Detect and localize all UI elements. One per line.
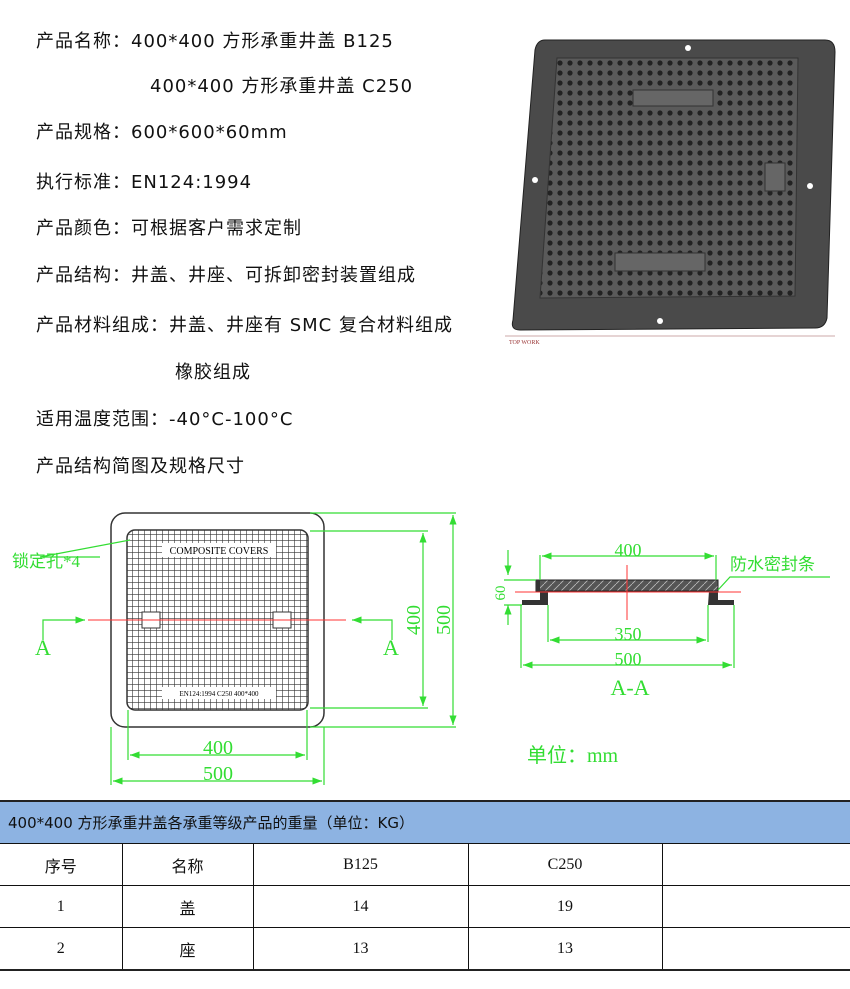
cell: 2 xyxy=(0,927,123,971)
cell xyxy=(661,927,850,971)
product-name: 产品名称：400*400 方形承重井盖 B125 xyxy=(36,31,394,53)
plan-view: COMPOSITE COVERS EN124:1994 C250 400*400 xyxy=(88,512,346,728)
product-color: 产品颜色：可根据客户需求定制 xyxy=(36,218,302,239)
header-cell: 名称 xyxy=(121,843,254,886)
dim-400-h: 400 xyxy=(203,737,233,759)
manhole-cover-photo: TOP WORK xyxy=(505,39,836,346)
table-header-row: 序号 名称 B125 C250 xyxy=(0,843,850,886)
product-temperature: 适用温度范围：-40°C-100°C xyxy=(36,409,294,430)
header-cell: B125 xyxy=(252,843,469,886)
dim-350: 350 xyxy=(615,624,642,644)
seal-label: 防水密封条 xyxy=(730,555,815,574)
cell: 14 xyxy=(252,885,469,928)
cell xyxy=(661,885,850,928)
photo-caption: TOP WORK xyxy=(509,340,540,346)
dim-500-section: 500 xyxy=(615,649,642,669)
section-view xyxy=(515,565,741,620)
product-structure: 产品结构：井盖、井座、可拆卸密封装置组成 xyxy=(36,265,416,286)
plan-dimensions xyxy=(39,512,457,785)
dim-500-v: 500 xyxy=(433,605,455,635)
product-name-2: 400*400 方形承重井盖 C250 xyxy=(150,76,414,97)
dim-400-section: 400 xyxy=(615,540,642,560)
dim-500-h: 500 xyxy=(203,763,233,785)
cell: 座 xyxy=(121,927,254,971)
unit-label: 单位：mm xyxy=(527,744,619,767)
cover-text-top: COMPOSITE COVERS xyxy=(170,546,269,557)
product-name-1: 400*400 方形承重井盖 B125 xyxy=(131,31,394,52)
product-size: 产品规格：600*600*60mm xyxy=(36,122,288,143)
table-row: 1 盖 14 19 xyxy=(0,885,850,928)
header-cell: C250 xyxy=(467,843,663,886)
lock-hole-label: 锁定孔*4 xyxy=(12,552,80,571)
section-dimensions xyxy=(504,550,830,669)
table-caption: 400*400 方形承重井盖各承重等级产品的重量（单位：KG） xyxy=(0,800,850,844)
cell: 1 xyxy=(0,885,123,928)
product-material-2: 橡胶组成 xyxy=(175,362,251,383)
table-row: 2 座 13 13 xyxy=(0,927,850,971)
product-standard: 执行标准：EN124:1994 xyxy=(36,172,253,193)
section-title: A-A xyxy=(610,675,649,700)
diagram-title: 产品结构简图及规格尺寸 xyxy=(36,456,245,477)
weight-table: 400*400 方形承重井盖各承重等级产品的重量（单位：KG） 序号 名称 B1… xyxy=(0,800,850,971)
cell: 19 xyxy=(467,885,663,928)
product-material: 产品材料组成：井盖、井座有 SMC 复合材料组成 xyxy=(36,315,453,336)
plan-labels: 锁定孔*4 A A 400 500 400 500 xyxy=(12,552,455,785)
header-cell: 序号 xyxy=(0,843,123,886)
section-mark-left: A xyxy=(35,635,51,660)
structure-drawing: COMPOSITE COVERS EN124:1994 C250 400*400… xyxy=(12,512,830,785)
section-mark-right: A xyxy=(383,635,399,660)
section-labels: 400 60 350 500 防水密封条 A-A 单位：mm xyxy=(493,540,815,767)
cell: 13 xyxy=(467,927,663,971)
cover-text-bottom: EN124:1994 C250 400*400 xyxy=(180,690,259,698)
product-name-label: 产品名称： xyxy=(36,31,131,52)
header-cell xyxy=(661,843,850,886)
cell: 13 xyxy=(252,927,469,971)
dim-60: 60 xyxy=(493,586,509,601)
cell: 盖 xyxy=(121,885,254,928)
dim-400-v: 400 xyxy=(403,605,425,635)
